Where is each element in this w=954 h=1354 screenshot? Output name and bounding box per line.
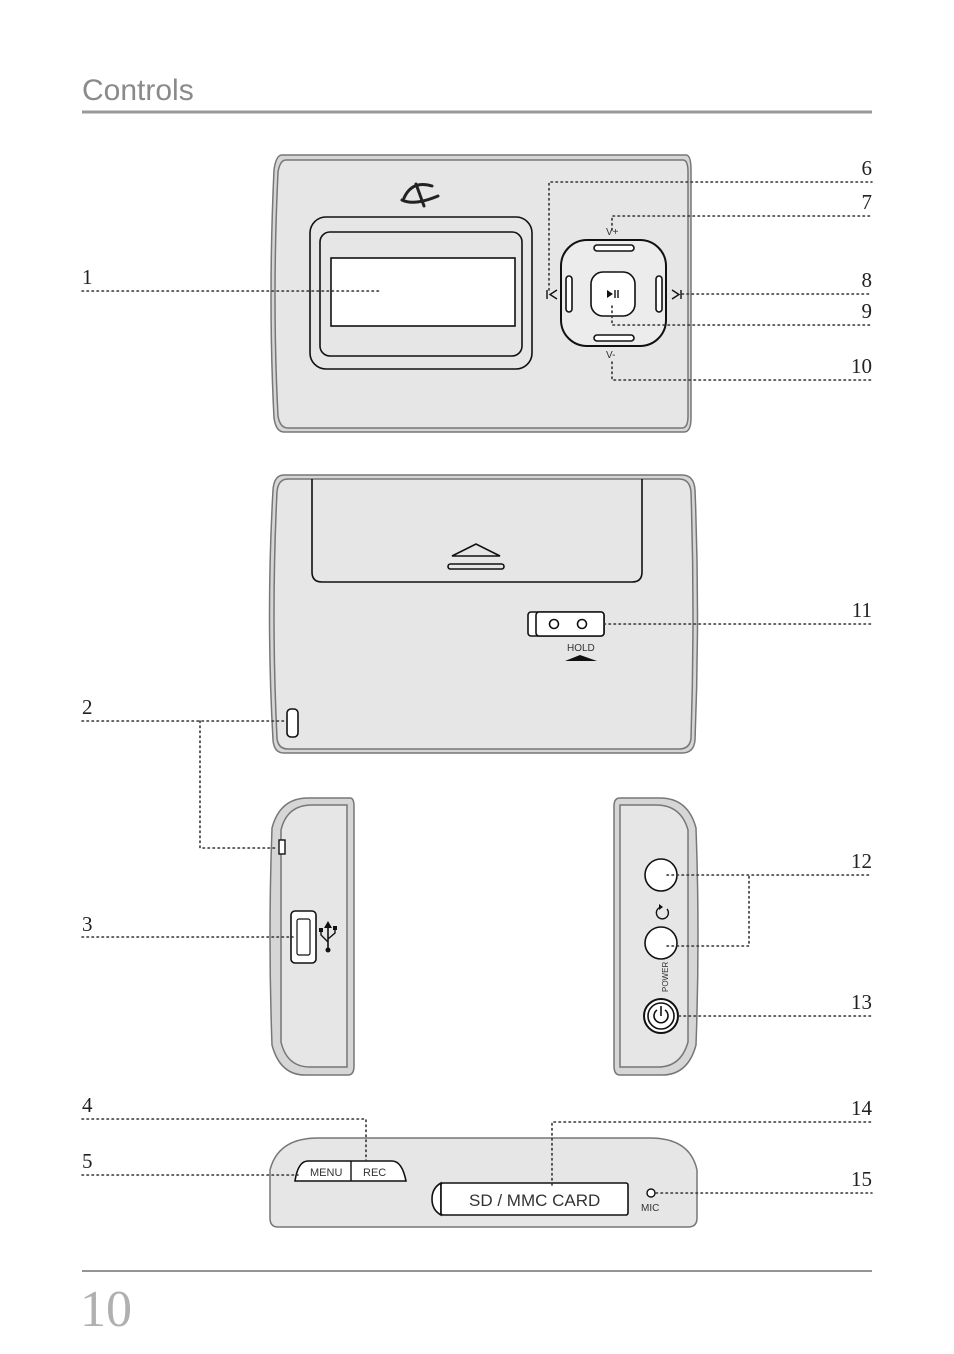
previous-icon — [546, 289, 558, 300]
device-front-view: V+ V- — [270, 154, 692, 433]
sd-card-label: SD / MMC CARD — [469, 1191, 600, 1210]
callout-4: 4 — [82, 1093, 93, 1117]
hold-switch[interactable] — [527, 611, 605, 637]
page-number: 10 — [80, 1281, 132, 1338]
callout-1: 1 — [82, 265, 93, 289]
lanyard-slot — [286, 708, 299, 738]
callout-2: 2 — [82, 695, 93, 719]
next-button[interactable] — [655, 275, 663, 313]
menu-rec-buttons[interactable] — [294, 1160, 407, 1182]
callout-7: 7 — [862, 190, 873, 214]
device-back-view: HOLD — [268, 474, 699, 754]
volume-down-button[interactable] — [593, 334, 635, 342]
callout-9: 9 — [862, 299, 873, 323]
callout-8: 8 — [862, 268, 873, 292]
power-button[interactable] — [643, 998, 679, 1034]
page-title: Controls — [82, 74, 194, 107]
callout-13: 13 — [851, 990, 872, 1014]
callout-10: 10 — [851, 354, 872, 378]
microphone — [646, 1188, 656, 1198]
repeat-icon — [655, 906, 670, 920]
power-label: POWER — [661, 962, 670, 992]
callout-15: 15 — [851, 1167, 872, 1191]
callout-12: 12 — [851, 849, 872, 873]
usb-icon — [319, 921, 337, 953]
previous-button[interactable] — [565, 275, 573, 313]
power-icon — [653, 1009, 669, 1024]
callout-5: 5 — [82, 1149, 93, 1173]
sd-card-slot[interactable] — [431, 1181, 629, 1217]
control-pad[interactable] — [560, 239, 667, 347]
lanyard-hole — [278, 839, 286, 855]
lcd-display — [309, 216, 533, 370]
volume-down-label: V- — [606, 350, 615, 361]
next-icon — [671, 289, 682, 300]
hold-arrow-icon — [565, 655, 597, 661]
play-pause-icon — [607, 290, 613, 298]
rec-label: REC — [363, 1167, 386, 1179]
line-out-jack[interactable] — [644, 926, 678, 960]
callout-11: 11 — [852, 598, 872, 622]
cover-arrow-icon — [451, 543, 501, 557]
device-top-view: MENU REC SD / MMC CARD MIC — [269, 1137, 698, 1228]
volume-up-label: V+ — [606, 227, 619, 238]
battery-cover — [311, 479, 643, 583]
brand-logo — [400, 182, 440, 208]
callout-3: 3 — [82, 912, 93, 936]
callout-numbers: 1 2 3 4 5 6 7 8 9 10 11 12 13 14 15 — [82, 156, 873, 1191]
menu-label: MENU — [310, 1167, 342, 1179]
leader-lines — [81, 181, 873, 1194]
volume-up-button[interactable] — [593, 244, 635, 252]
device-left-side-view — [269, 797, 355, 1076]
hold-label: HOLD — [567, 643, 595, 654]
mic-label: MIC — [641, 1203, 659, 1214]
device-right-side-view: POWER — [613, 797, 699, 1076]
callout-6: 6 — [862, 156, 873, 180]
callout-14: 14 — [851, 1096, 873, 1120]
